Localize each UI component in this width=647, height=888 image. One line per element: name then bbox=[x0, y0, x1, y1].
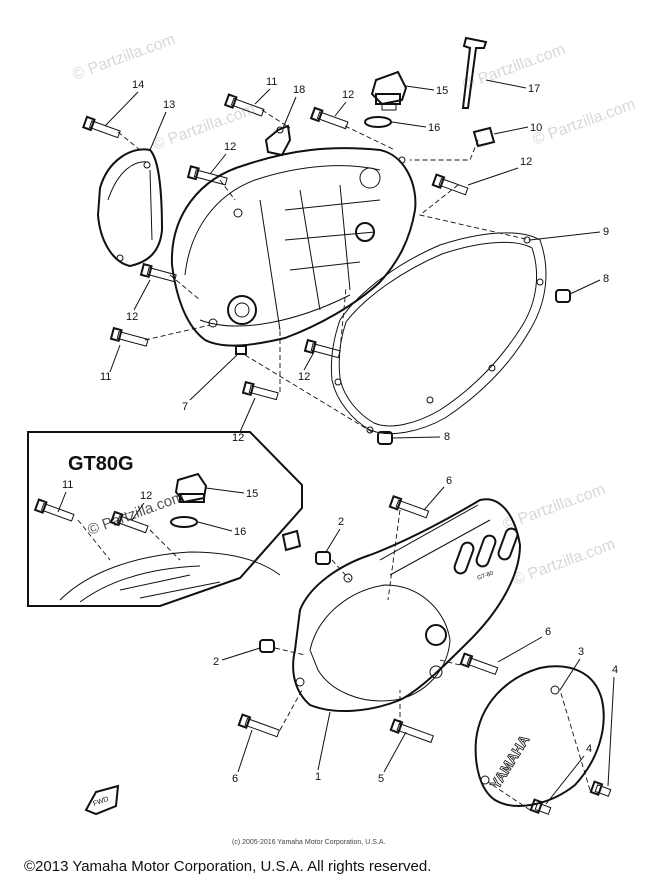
inset-gt80g: GT80G bbox=[27, 431, 303, 607]
watermark: © Partzilla.com bbox=[531, 96, 638, 149]
inset-model-label: GT80G bbox=[68, 453, 134, 475]
part-9-gasket bbox=[330, 232, 547, 435]
callout: 13 bbox=[163, 99, 175, 111]
callout: 12 bbox=[342, 89, 354, 101]
callout: 8 bbox=[444, 431, 450, 443]
watermark: © Partzilla.com bbox=[511, 536, 618, 589]
front-direction-arrow: FWD bbox=[84, 784, 120, 816]
part-2-dowel bbox=[259, 551, 331, 653]
part-3-yamaha-cover: YAMAHA bbox=[474, 665, 605, 807]
callout: 10 bbox=[530, 122, 542, 134]
callout: 16 bbox=[234, 526, 246, 538]
callout: 11 bbox=[266, 76, 277, 88]
callout: 7 bbox=[182, 401, 188, 413]
callout: 12 bbox=[520, 156, 532, 168]
part-crankcase-cover-upper bbox=[170, 147, 417, 347]
part-1-crankcase-cover: GT-80 bbox=[292, 498, 522, 713]
watermark: © Partzilla.com bbox=[86, 488, 187, 539]
callout: 11 bbox=[62, 479, 73, 491]
part-bolts-lower bbox=[237, 495, 612, 815]
callout: 12 bbox=[298, 371, 310, 383]
callout: 9 bbox=[603, 226, 609, 238]
callout: 12 bbox=[224, 141, 236, 153]
part-15-filler-cap bbox=[370, 70, 408, 111]
callout: 18 bbox=[293, 84, 305, 96]
part-10-plug bbox=[472, 126, 496, 148]
part-13-cover-plate bbox=[96, 148, 164, 268]
callout: 11 bbox=[100, 371, 111, 383]
reference-lines-lower bbox=[274, 509, 591, 811]
part-17-dipstick bbox=[461, 36, 488, 109]
callout: 4 bbox=[612, 664, 618, 676]
watermark: © Partzilla.com bbox=[501, 481, 608, 534]
part-7-dowel bbox=[235, 345, 247, 355]
fine-print-copyright: (c) 2005-2016 Yamaha Motor Corporation, … bbox=[232, 839, 386, 846]
watermark: © Partzilla.com bbox=[71, 31, 178, 84]
callout: 2 bbox=[213, 656, 219, 668]
callout: 15 bbox=[436, 85, 448, 97]
part-8-dowel bbox=[377, 289, 571, 445]
callout: 6 bbox=[446, 475, 452, 487]
callout: 8 bbox=[603, 273, 609, 285]
callout: 14 bbox=[132, 79, 144, 91]
callout: 17 bbox=[528, 83, 540, 95]
svg-text:FWD: FWD bbox=[92, 796, 109, 808]
callout: 5 bbox=[378, 773, 384, 785]
callout: 3 bbox=[578, 646, 584, 658]
callout: 12 bbox=[140, 490, 152, 502]
callout: 1 bbox=[315, 771, 321, 783]
reference-lines-upper bbox=[117, 109, 531, 433]
callouts: 14 13 11 18 12 15 16 17 10 12 12 9 8 12 … bbox=[57, 76, 618, 805]
callout: 16 bbox=[428, 122, 440, 134]
cover-marking: GT-80 bbox=[477, 570, 495, 582]
part-bolts-upper bbox=[81, 93, 469, 401]
callout: 15 bbox=[246, 488, 258, 500]
part-18-clip bbox=[264, 124, 292, 157]
callout: 4 bbox=[586, 743, 592, 755]
callout: 6 bbox=[232, 773, 238, 785]
callout: 12 bbox=[126, 311, 138, 323]
yamaha-badge: YAMAHA bbox=[487, 732, 532, 791]
callout: 2 bbox=[338, 516, 344, 528]
callout: 12 bbox=[232, 432, 244, 444]
part-16-o-ring bbox=[364, 116, 392, 128]
copyright-notice: ©2013 Yamaha Motor Corporation, U.S.A. A… bbox=[24, 858, 432, 875]
callout: 6 bbox=[545, 626, 551, 638]
